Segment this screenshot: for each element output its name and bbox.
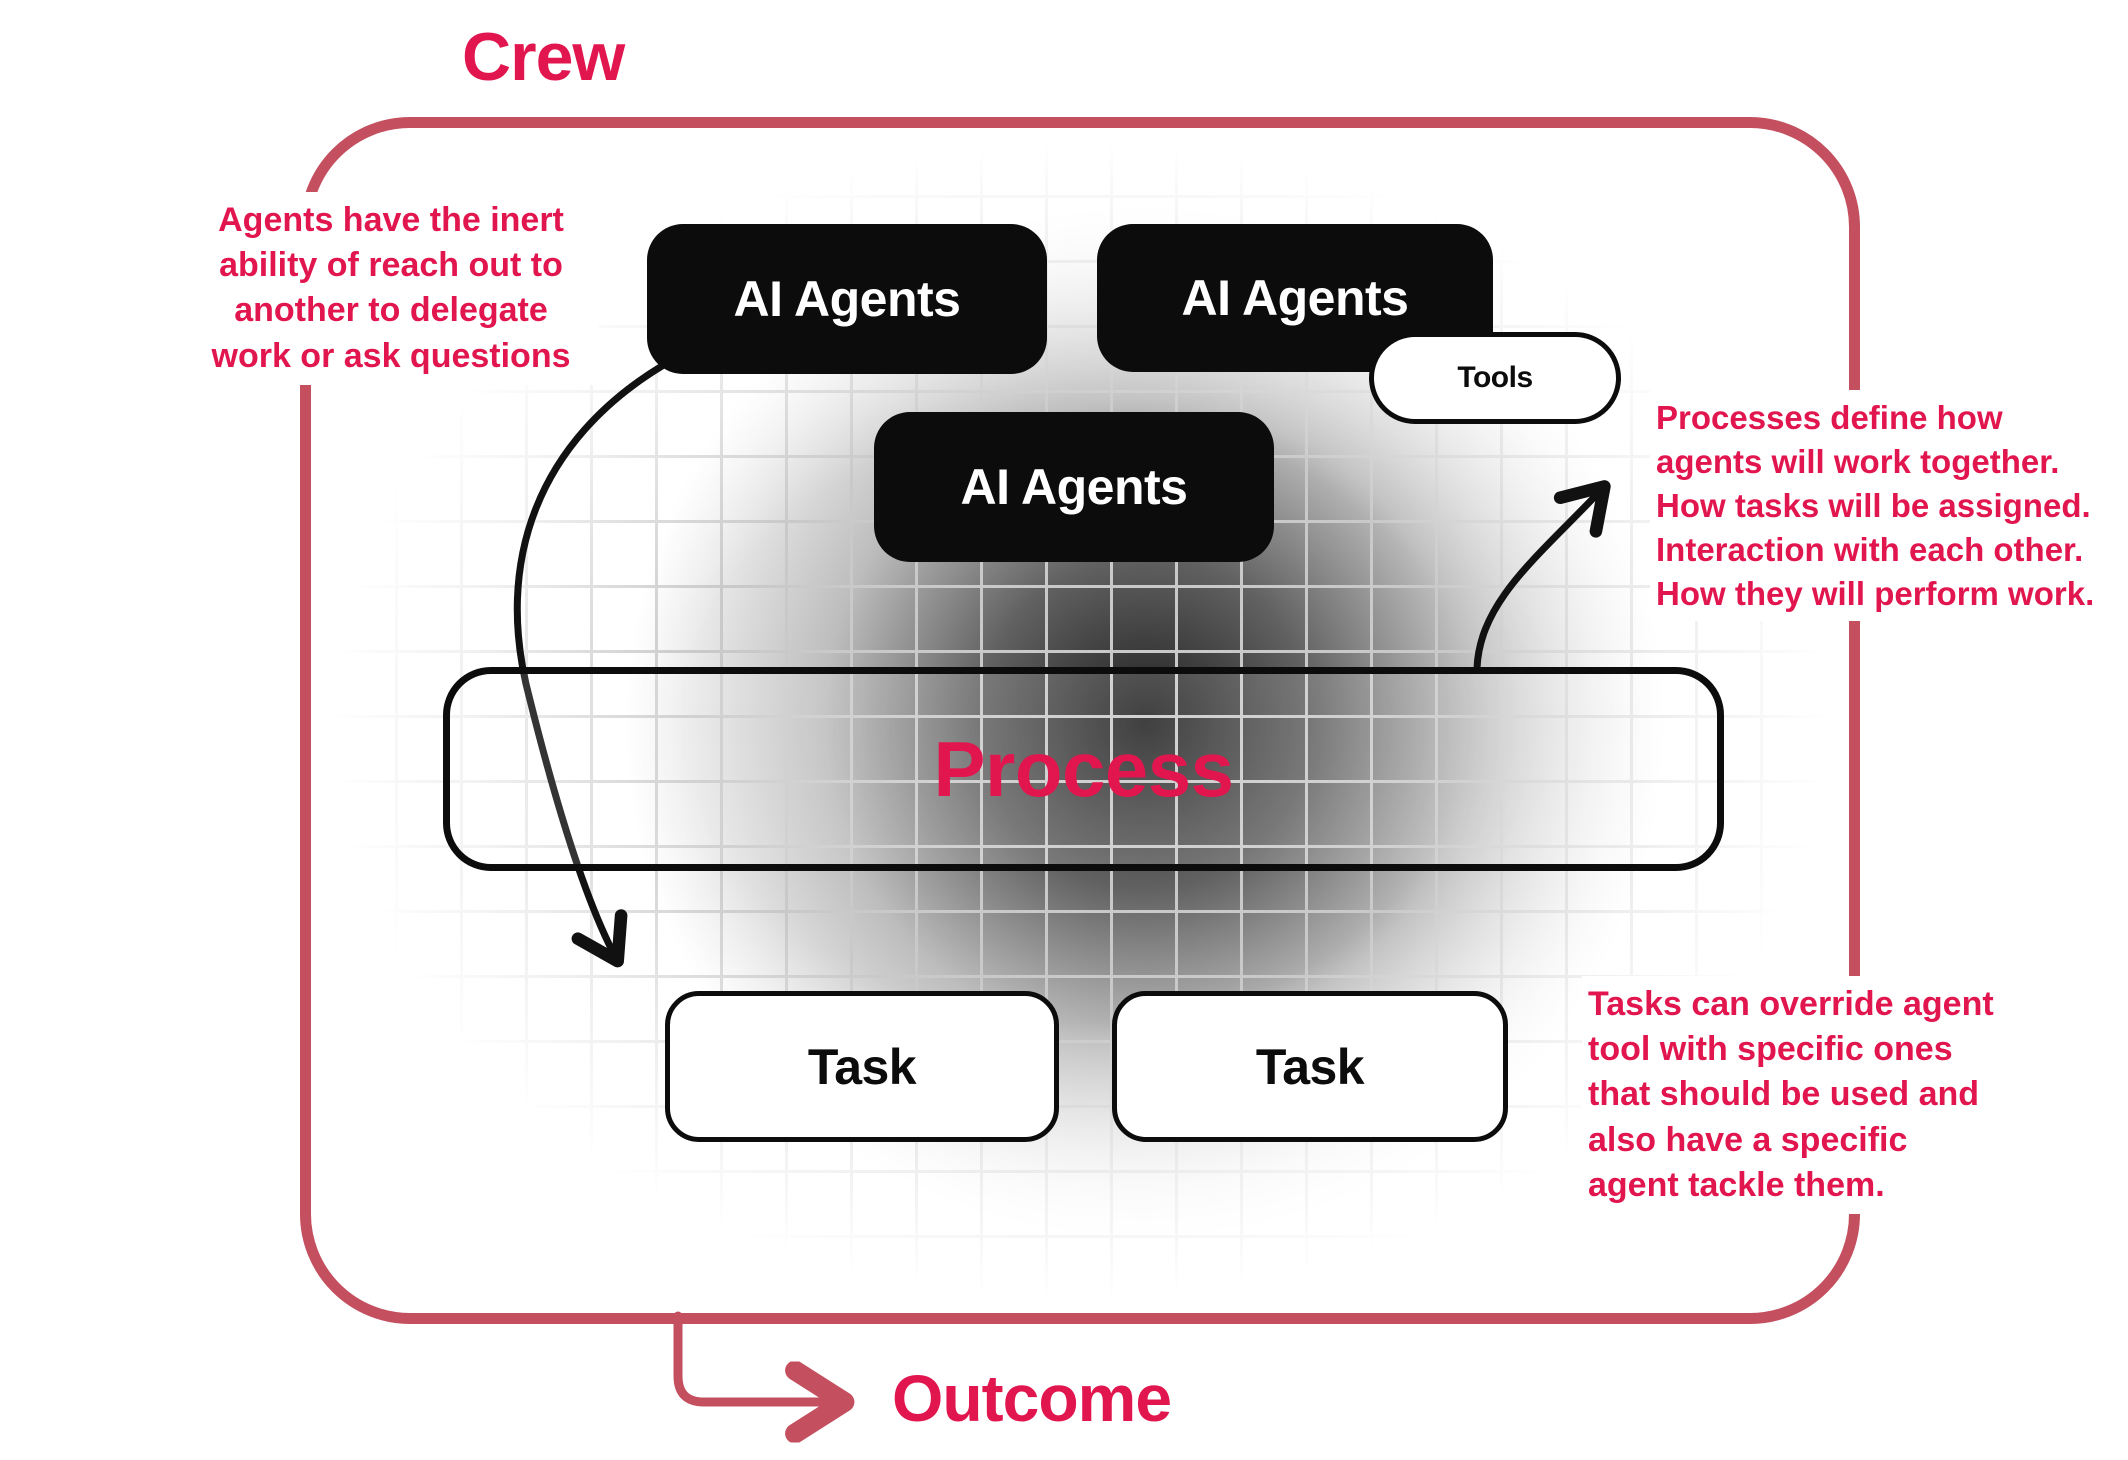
tools-pill: Tools	[1369, 332, 1621, 424]
crew-container-border	[300, 117, 1860, 1324]
tools-label: Tools	[1457, 361, 1533, 394]
ai-agents-box-top-left: AI Agents	[647, 224, 1047, 374]
process-label: Process	[933, 724, 1234, 813]
ai-agents-box-middle: AI Agents	[874, 412, 1274, 562]
annotation-processes: Processes define how agents will work to…	[1650, 390, 2128, 622]
task-box-right: Task	[1112, 991, 1508, 1142]
annotation-agent-delegation: Agents have the inert ability of reach o…	[183, 192, 599, 385]
crew-title: Crew	[462, 19, 625, 95]
task-label: Task	[807, 1038, 917, 1095]
annotation-tasks: Tasks can override agent tool with speci…	[1582, 976, 2048, 1215]
outcome-connector-arrow	[673, 1311, 840, 1402]
outcome-title: Outcome	[892, 1361, 1172, 1435]
ai-agents-label: AI Agents	[733, 271, 962, 327]
process-box: Process	[443, 667, 1724, 871]
task-box-left: Task	[665, 991, 1059, 1142]
ai-agents-label: AI Agents	[1181, 270, 1410, 326]
task-label: Task	[1255, 1038, 1365, 1095]
ai-agents-label: AI Agents	[960, 459, 1189, 515]
